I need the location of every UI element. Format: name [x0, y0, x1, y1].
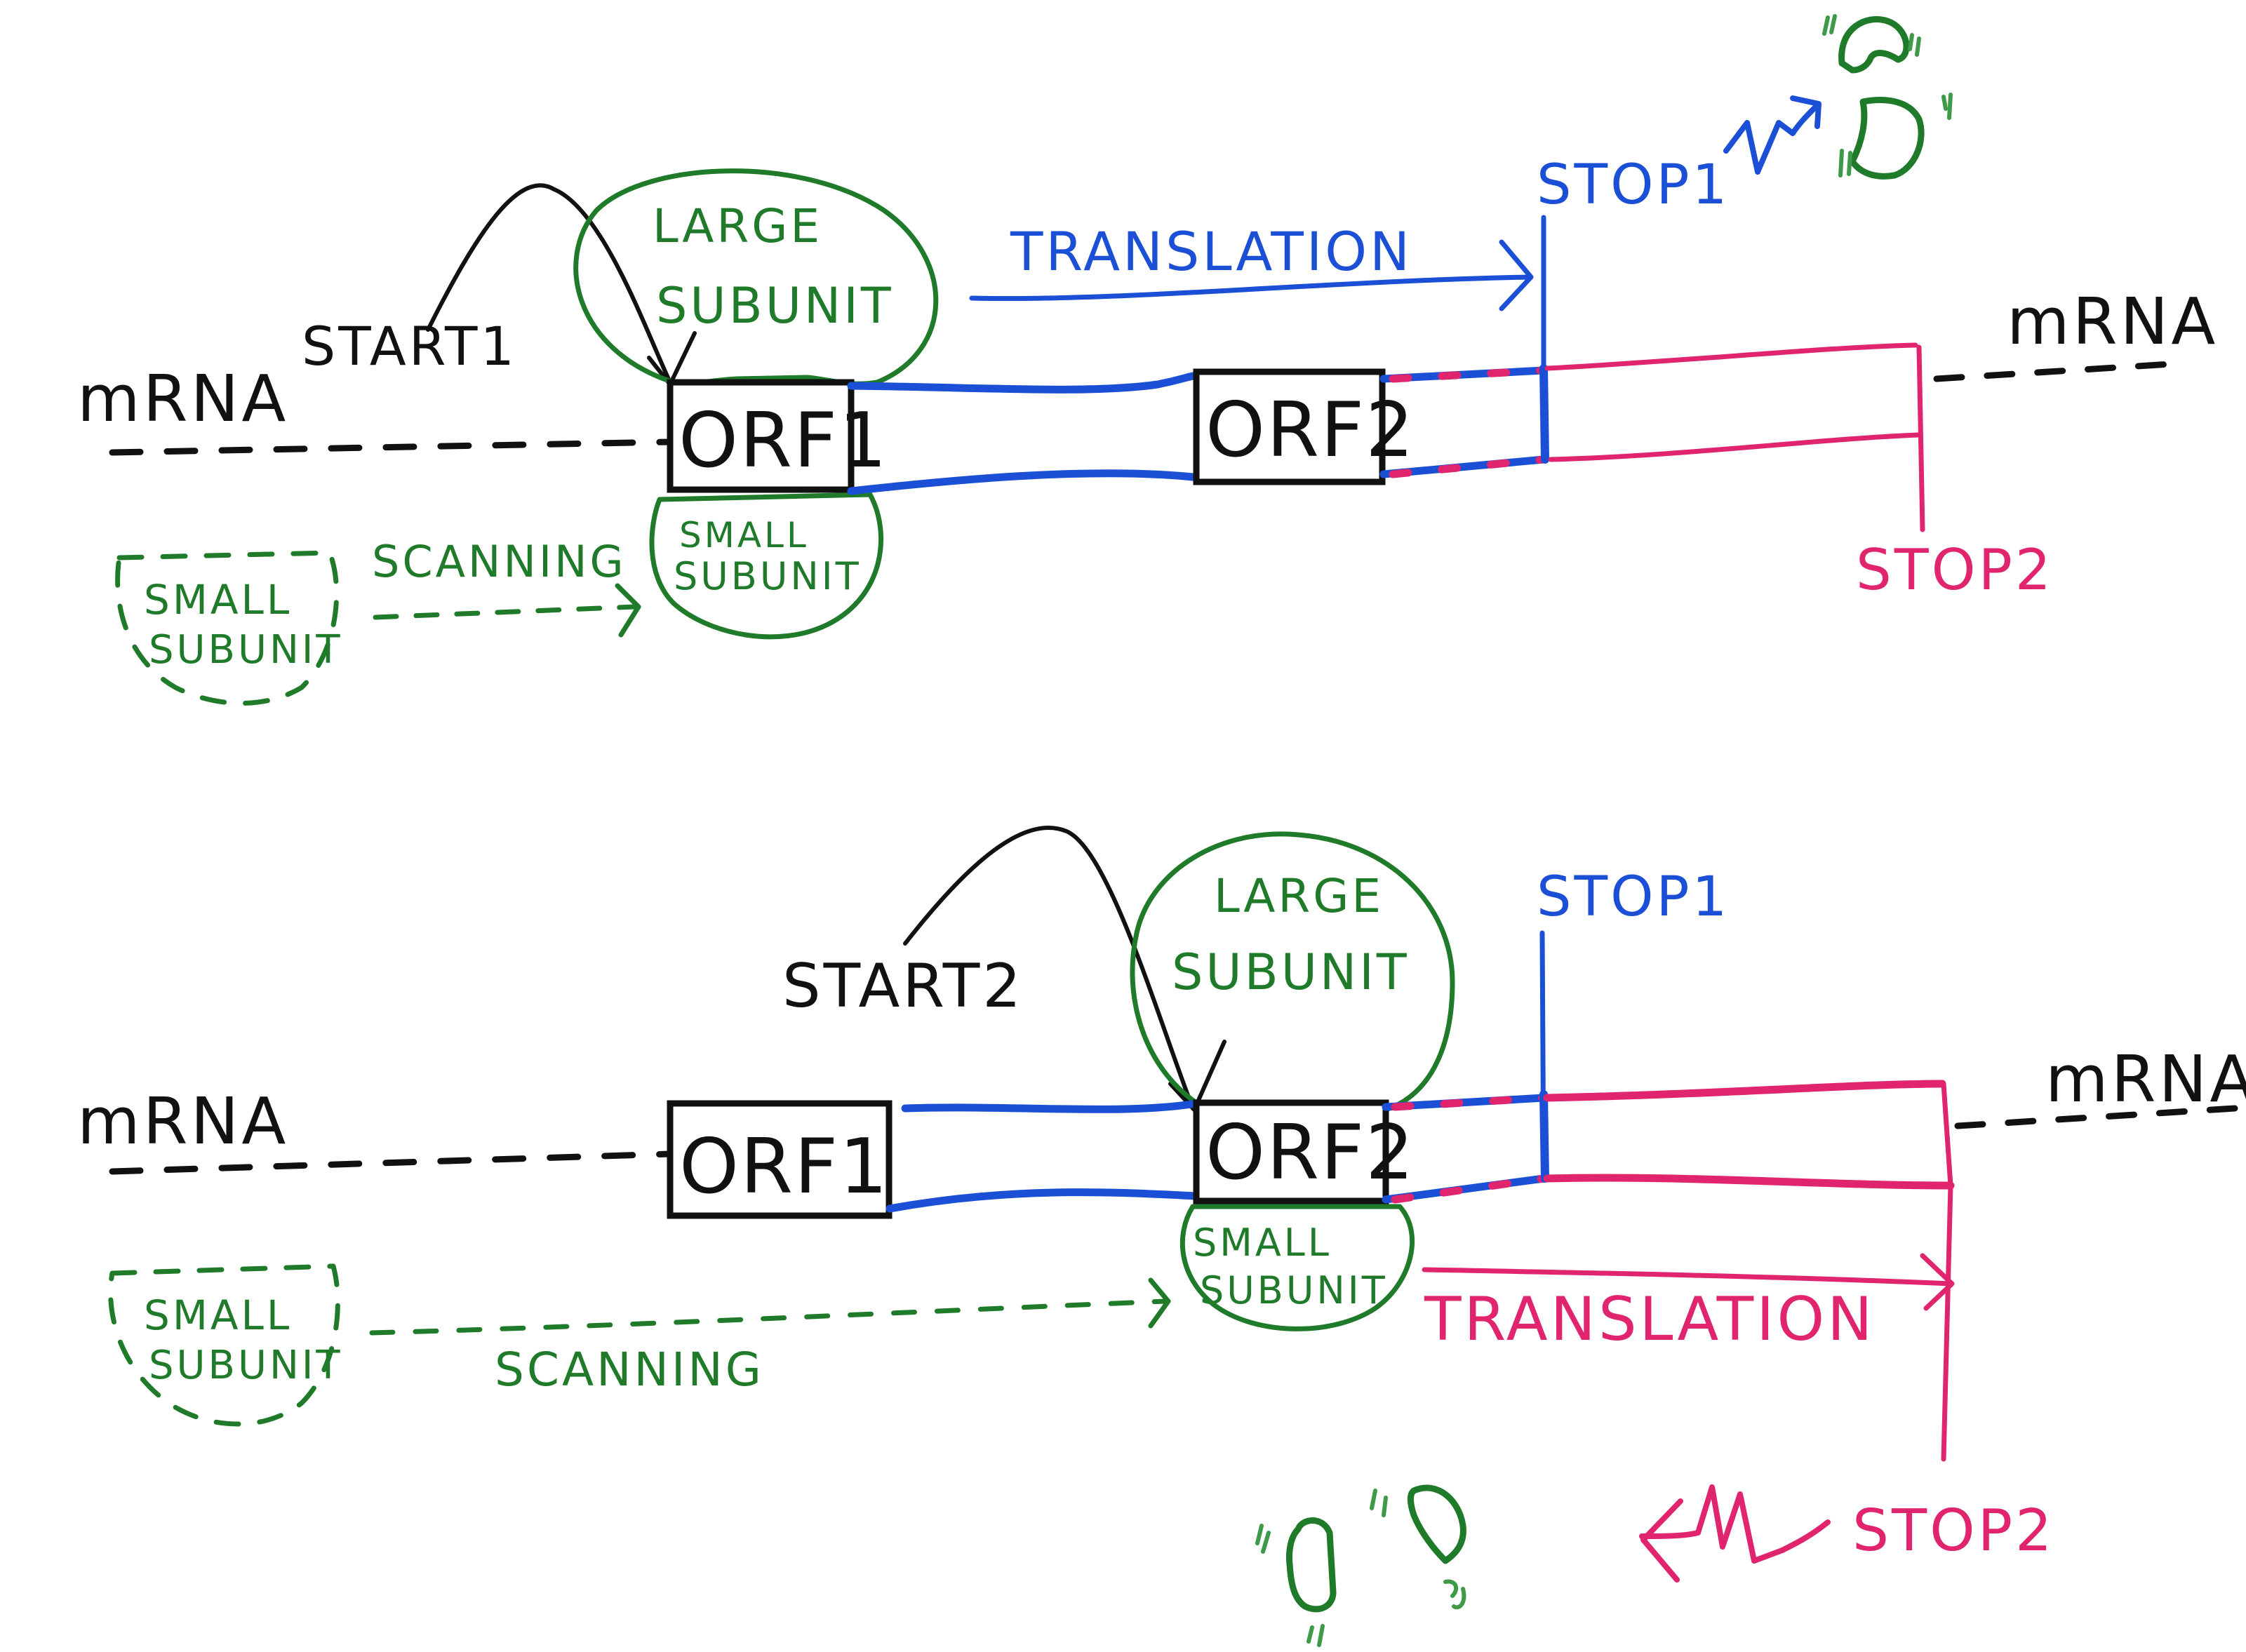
start-arrow — [903, 826, 1195, 1110]
squiggle-arrow-head-icon — [1640, 1498, 1683, 1583]
released-subunits — [1723, 14, 1953, 180]
orf1-label: ORF1 — [679, 397, 888, 485]
mrna-dashed-left — [109, 1150, 674, 1175]
orf2-box — [1193, 1099, 1389, 1204]
orf1-box — [667, 379, 855, 493]
stop2-marker — [1916, 344, 1925, 532]
stop2-label: STOP2 — [1856, 537, 2054, 603]
squiggle-arrow-head-icon — [1790, 95, 1821, 129]
panel-top: mRNA START1 LARGE SUBUNIT ORF1 SMALL SUB… — [77, 14, 2218, 706]
released-large-subunit-icon — [1408, 1484, 1466, 1564]
mrna-dashed-left — [109, 438, 674, 456]
translation-label: TRANSLATION — [1010, 220, 1412, 283]
quote-mark — [1255, 1524, 1325, 1647]
squiggle-arrow-icon — [1639, 1484, 1831, 1564]
quote-mark — [1838, 93, 1953, 177]
translation-arrow-head — [1499, 239, 1534, 311]
translation-arrow-head — [1920, 1253, 1955, 1311]
orf2-extension-bottom — [1543, 1174, 1955, 1190]
orf2-box — [1193, 368, 1386, 485]
small-subunit-bound — [649, 492, 883, 640]
start-label: START1 — [302, 315, 517, 377]
scanning-arrow — [373, 604, 638, 620]
orf1-box — [667, 1100, 893, 1219]
orf2-label: ORF2 — [1205, 387, 1415, 474]
stop1-label: STOP1 — [1537, 154, 1730, 217]
orf2-extension-bottom — [1548, 432, 1922, 462]
small-subunit-free-label-line1: SMALL — [144, 576, 292, 624]
released-subunits — [1255, 1484, 1831, 1647]
small-subunit-bound-label-line1: SMALL — [1193, 1221, 1332, 1265]
stop2-marker — [1941, 1081, 1953, 1462]
released-large-subunit-icon — [1838, 16, 1910, 74]
large-subunit-label-line2: SUBUNIT — [1172, 943, 1410, 1001]
start-arrow-head — [1168, 1040, 1226, 1112]
mrna-label-left: mRNA — [77, 361, 288, 436]
small-subunit-bound-label-line2: SUBUNIT — [1200, 1268, 1388, 1312]
squiggle-arrow-icon — [1723, 102, 1820, 175]
large-subunit-label-line1: LARGE — [653, 199, 822, 253]
scanning-label: SCANNING — [495, 1343, 764, 1397]
orf1-to-orf2-top-line — [847, 372, 1197, 394]
mrna-label-right: mRNA — [2007, 284, 2218, 359]
start-label: START2 — [782, 951, 1024, 1021]
large-subunit — [573, 168, 939, 387]
mrna-dashed-right — [1933, 360, 2186, 382]
small-subunit-bound — [1179, 1204, 1415, 1331]
large-subunit-label-line1: LARGE — [1214, 869, 1384, 923]
small-subunit-free-label-line1: SMALL — [144, 1291, 292, 1339]
orf2-extension-top — [1544, 342, 1918, 371]
small-subunit-free — [115, 550, 340, 706]
stop2-label: STOP2 — [1852, 1498, 2054, 1564]
translation-arrow — [969, 274, 1532, 302]
released-small-subunit-icon — [1849, 97, 1925, 180]
small-subunit-free — [108, 1263, 340, 1427]
stop1-marker-thick — [1539, 364, 1549, 464]
large-subunit — [1130, 831, 1455, 1113]
translation-label: TRANSLATION — [1424, 1284, 1876, 1355]
large-subunit-label-line2: SUBUNIT — [656, 277, 894, 335]
quote-mark — [1370, 1489, 1466, 1610]
scanning-arrow-head — [615, 583, 641, 638]
scanning-label: SCANNING — [372, 536, 627, 587]
released-small-subunit-icon — [1286, 1517, 1337, 1613]
small-subunit-bound-label-line2: SUBUNIT — [674, 554, 862, 598]
small-subunit-free-label-line2: SUBUNIT — [149, 1343, 343, 1388]
translation-arrow — [1422, 1267, 1953, 1287]
orf1-to-orf2-top-line — [901, 1099, 1201, 1113]
orf1-to-orf2-bottom-line — [847, 469, 1197, 495]
scanning-arrow — [369, 1298, 1168, 1336]
start-arrow — [426, 183, 672, 384]
orf2-extension-top — [1543, 1080, 1946, 1102]
mrna-label-right: mRNA — [2045, 1042, 2246, 1117]
stop1-marker-thick — [1539, 1090, 1549, 1183]
orf2-label: ORF2 — [1205, 1109, 1415, 1197]
small-subunit-free-label-line2: SUBUNIT — [149, 627, 343, 673]
orf1-to-orf2-bottom-line — [885, 1188, 1201, 1213]
small-subunit-bound-label-line1: SMALL — [679, 515, 809, 556]
orf1-label: ORF1 — [679, 1123, 889, 1211]
stop1-label: STOP1 — [1537, 866, 1730, 929]
quote-mark — [1822, 14, 1921, 57]
panel-bottom: mRNA START2 LARGE SUBUNIT ORF1 ORF2 SMAL… — [77, 826, 2246, 1647]
mrna-label-left: mRNA — [77, 1084, 288, 1159]
scanning-arrow-head — [1148, 1277, 1171, 1329]
